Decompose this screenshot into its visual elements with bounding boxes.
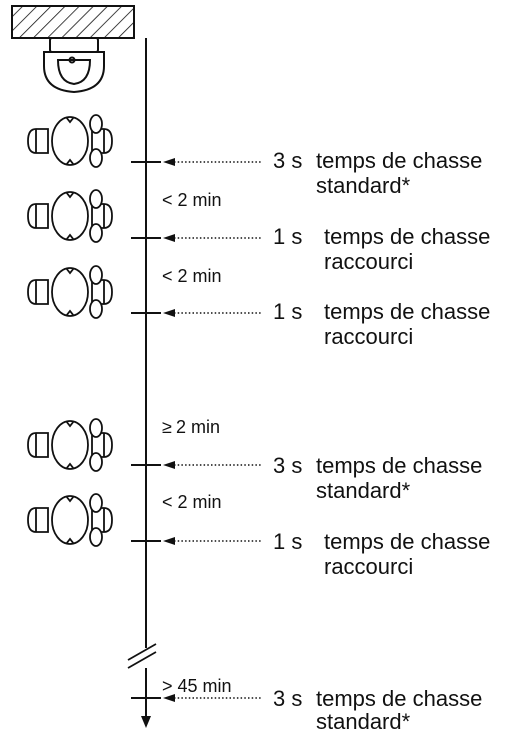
dotted-arrow-icon [163, 234, 262, 242]
dotted-arrow-icon [163, 309, 262, 317]
dotted-arrow-icon [163, 694, 262, 702]
flush-duration-4: 3 s [273, 453, 302, 478]
interval-labels: < 2 min < 2 min ≥ 2 min < 2 min > 45 min [162, 190, 232, 696]
flush-line1-6: temps de chasse [316, 686, 482, 711]
tick-group [131, 158, 262, 702]
flush-line1-1: temps de chasse [316, 148, 482, 173]
flush-line2-4: standard* [316, 478, 411, 503]
interval-label-5: > 45 min [162, 676, 232, 696]
interval-label-2: < 2 min [162, 266, 222, 286]
axis-break-icon [127, 643, 157, 669]
dotted-arrow-icon [163, 158, 262, 166]
interval-label-3-symbol: ≥ [162, 417, 172, 437]
flush-line2-2: raccourci [324, 249, 413, 274]
flush-label-4: 3 s temps de chasse standard* [273, 453, 482, 503]
flush-line1-2: temps de chasse [324, 224, 490, 249]
flush-duration-6: 3 s [273, 686, 302, 711]
flush-duration-3: 1 s [273, 299, 302, 324]
interval-label-4: < 2 min [162, 492, 222, 512]
wall-hatch-icon [11, 5, 135, 39]
flush-label-6: 3 s temps de chasse standard* [273, 686, 482, 731]
person-top-view-icon [27, 114, 113, 168]
interval-label-3-value: 2 min [176, 417, 220, 437]
timeline-axis [141, 38, 151, 728]
person-top-view-icon [27, 265, 113, 319]
flush-line2-6: standard* [316, 709, 411, 731]
flush-label-5: 1 s temps de chasse raccourci [273, 529, 490, 579]
person-top-view-icon [27, 189, 113, 243]
interval-label-1: < 2 min [162, 190, 222, 210]
person-top-view-icon [27, 418, 113, 472]
flush-label-2: 1 s temps de chasse raccourci [273, 224, 490, 274]
flush-line1-3: temps de chasse [324, 299, 490, 324]
interval-label-3: ≥ 2 min [162, 417, 220, 437]
flush-labels: 3 s temps de chasse standard* 1 s temps … [273, 148, 490, 731]
person-top-view-icon [27, 493, 113, 547]
flush-duration-1: 3 s [273, 148, 302, 173]
dotted-arrow-icon [163, 461, 262, 469]
dotted-arrow-icon [163, 537, 262, 545]
flush-line2-5: raccourci [324, 554, 413, 579]
flush-duration-2: 1 s [273, 224, 302, 249]
flush-line2-3: raccourci [324, 324, 413, 349]
flush-label-3: 1 s temps de chasse raccourci [273, 299, 490, 349]
person-group [27, 114, 113, 547]
flush-duration-5: 1 s [273, 529, 302, 554]
flush-line1-4: temps de chasse [316, 453, 482, 478]
flush-line1-5: temps de chasse [324, 529, 490, 554]
urinal-icon [43, 37, 105, 94]
flush-label-1: 3 s temps de chasse standard* [273, 148, 482, 198]
flush-line2-1: standard* [316, 173, 411, 198]
